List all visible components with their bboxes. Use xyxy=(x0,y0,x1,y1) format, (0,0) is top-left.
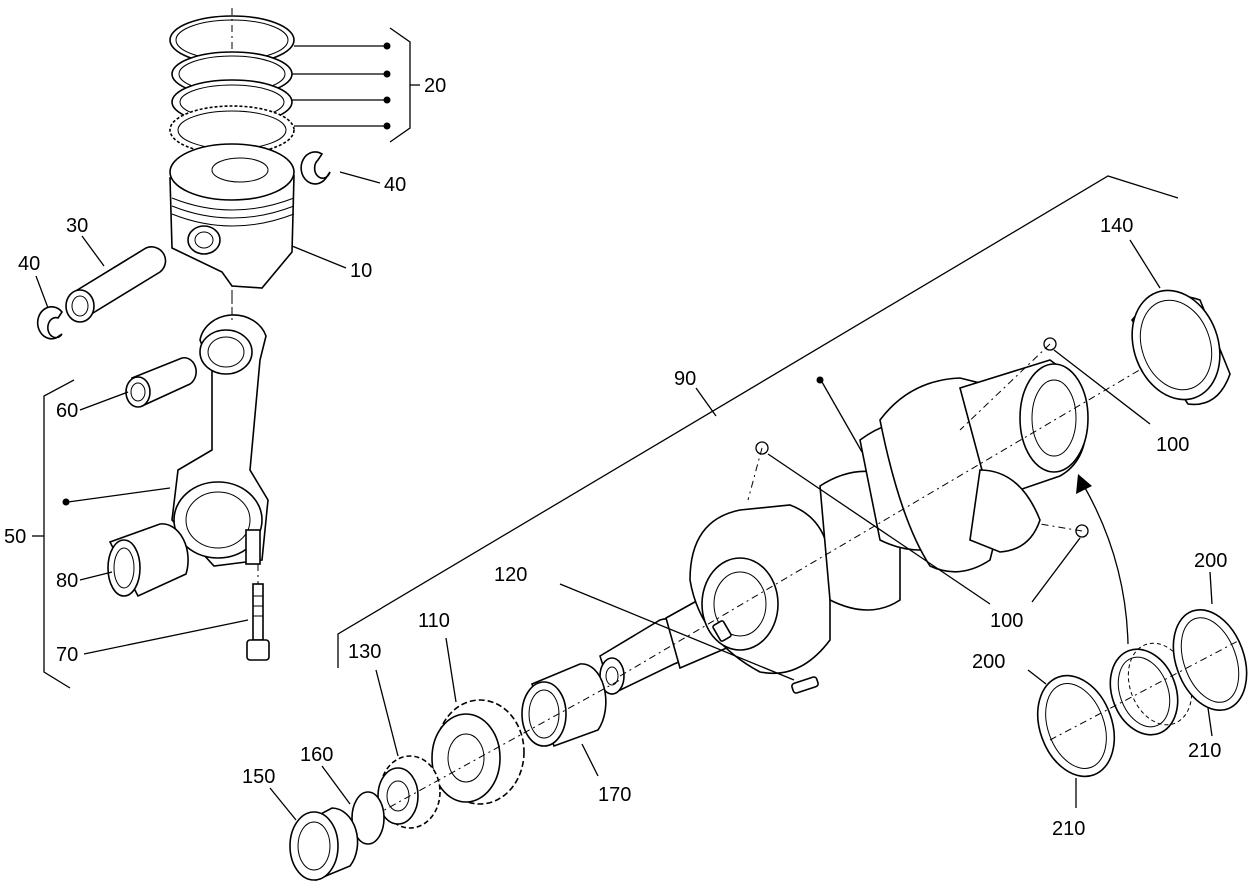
piston-pin xyxy=(65,246,167,323)
callout-160: 160 xyxy=(300,744,333,766)
callout-130: 130 xyxy=(348,641,381,663)
woodruff-key xyxy=(791,676,819,694)
callout-60: 60 xyxy=(56,400,78,422)
callout-80: 80 xyxy=(56,570,78,592)
callout-90: 90 xyxy=(674,368,696,390)
callout-150: 150 xyxy=(242,766,275,788)
callout-100-right: 100 xyxy=(1156,434,1189,456)
callout-40-left: 40 xyxy=(18,253,40,275)
crankshaft xyxy=(599,351,1171,696)
circlip-left xyxy=(36,305,63,340)
assembly-arrow xyxy=(1083,485,1129,645)
timing-gear xyxy=(377,755,441,829)
front-bush xyxy=(521,663,607,748)
callout-170: 170 xyxy=(598,784,631,806)
callout-140: 140 xyxy=(1100,215,1133,237)
callout-20: 20 xyxy=(424,75,446,97)
callout-200-left: 200 xyxy=(972,651,1005,673)
callout-10: 10 xyxy=(350,260,372,282)
conrod-bolt xyxy=(246,564,270,661)
callout-30: 30 xyxy=(66,215,88,237)
crankshaft-assembly-bracket xyxy=(337,175,1179,668)
rear-bush xyxy=(1131,289,1231,406)
piston xyxy=(169,143,295,289)
o-ring xyxy=(351,791,385,845)
callout-40-right: 40 xyxy=(384,174,406,196)
connecting-rod xyxy=(171,290,269,567)
callout-210-left: 210 xyxy=(1052,818,1085,840)
callout-200-right: 200 xyxy=(1194,550,1227,572)
callout-70: 70 xyxy=(56,644,78,666)
big-end-bearing xyxy=(107,523,189,598)
front-seal xyxy=(289,807,359,882)
callout-210-right: 210 xyxy=(1188,740,1221,762)
rings-callout-lines xyxy=(292,27,420,143)
small-end-bush xyxy=(125,356,197,408)
circlip-right xyxy=(300,151,331,185)
callout-110: 110 xyxy=(418,610,450,632)
callout-100-middle: 100 xyxy=(990,610,1023,632)
callout-120: 120 xyxy=(494,564,527,586)
callout-50: 50 xyxy=(4,526,26,548)
crank-gear xyxy=(431,699,525,805)
